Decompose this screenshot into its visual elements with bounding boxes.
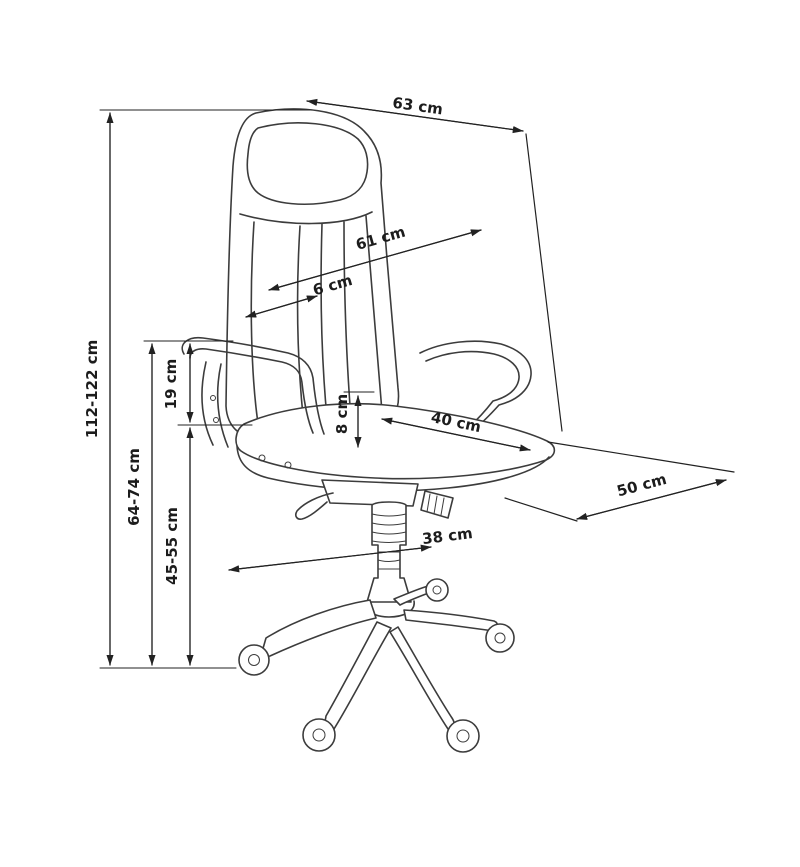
dim-base-radius: 38 cm xyxy=(228,524,474,573)
backrest-seam-3 xyxy=(343,221,352,420)
dim-label-seat-height: 45-55 cm xyxy=(163,507,181,585)
dim-line-backrest-thickness-reverse xyxy=(245,295,318,318)
caster-hub-front-right xyxy=(456,729,470,743)
dim-line-backrest-width-reverse xyxy=(268,229,482,291)
armrest-screw-1 xyxy=(210,395,216,401)
dim-label-backrest-top-width: 63 cm xyxy=(391,94,444,119)
caster-wheel-rear xyxy=(425,578,449,602)
dim-line-seat-width-reverse xyxy=(381,417,531,451)
caster-hub-right xyxy=(494,632,506,644)
armrest-right-outer xyxy=(419,340,532,432)
chair-armrest-right xyxy=(419,340,532,432)
ext-line-backrest-right xyxy=(525,133,563,432)
caster-hub-rear xyxy=(432,585,442,595)
dim-label-armrest-above-seat: 19 cm xyxy=(162,359,180,410)
caster-hub-front-left xyxy=(312,728,326,742)
chair-drawing xyxy=(181,108,556,753)
caster-wheel-front-left xyxy=(302,718,336,752)
backrest-seam-2 xyxy=(320,223,328,419)
base-leg-left xyxy=(261,599,377,658)
chair-base xyxy=(238,578,515,753)
caster-wheel-left xyxy=(238,644,270,676)
adjustment-knob xyxy=(420,490,454,519)
armrest-left-inner xyxy=(189,348,314,434)
ext-line-seat-rear xyxy=(547,441,735,473)
dimension-annotations: 112-122 cm 64-74 cm 19 cm 45-55 cm xyxy=(83,94,735,669)
backrest-seam-1 xyxy=(296,225,304,417)
dim-line-backrest-top-width-reverse xyxy=(306,98,524,132)
armrest-left-outer xyxy=(181,336,325,435)
base-leg-right xyxy=(403,609,499,632)
dim-line-seat-depth-reverse xyxy=(576,479,727,520)
chair-armrest-left xyxy=(181,336,325,448)
seat-cushion-top xyxy=(235,402,556,480)
chair-seat xyxy=(235,402,556,492)
dim-armrest-height: 64-74 cm xyxy=(125,340,234,666)
base-leg-front-right xyxy=(389,626,455,730)
dim-label-seat-depth: 50 cm xyxy=(615,470,669,500)
caster-hub-left xyxy=(248,654,260,666)
backrest-bolster-left xyxy=(250,221,260,431)
chair-mechanism xyxy=(295,479,454,520)
ext-line-seat-front xyxy=(504,497,578,522)
dim-label-seat-cushion-thickness: 8 cm xyxy=(333,394,351,434)
armrest-left-post-back xyxy=(216,363,229,448)
armrest-left-post-front xyxy=(201,361,214,446)
dim-line-base-radius-reverse xyxy=(228,546,432,573)
adjustment-knob-ribs xyxy=(426,493,445,516)
backrest-bolster-right xyxy=(365,215,384,425)
headrest-cushion xyxy=(246,122,369,205)
gas-lift-bellows-ribs xyxy=(371,513,407,543)
dim-armrest-above-seat: 19 cm xyxy=(162,343,253,426)
caster-wheel-front-right xyxy=(446,719,480,753)
dim-label-overall-height: 112-122 cm xyxy=(83,340,101,439)
seat-screw-1 xyxy=(258,454,266,462)
armrest-screw-2 xyxy=(213,417,219,423)
recline-lever xyxy=(295,492,334,520)
backrest-seam-under-headrest xyxy=(239,211,373,225)
dim-seat-cushion-thickness: 8 cm xyxy=(333,391,375,448)
dim-seat-height: 45-55 cm xyxy=(163,427,194,666)
dim-label-base-radius: 38 cm xyxy=(421,524,473,548)
chair-backrest xyxy=(225,108,400,439)
seat-screw-2 xyxy=(284,461,292,469)
base-leg-front-left xyxy=(323,621,392,733)
mechanism-plate xyxy=(321,479,419,507)
armrest-right-inner xyxy=(425,350,520,427)
caster-wheel-right xyxy=(485,623,515,653)
dim-overall-height: 112-122 cm xyxy=(83,109,313,669)
dim-label-armrest-height: 64-74 cm xyxy=(125,448,143,526)
